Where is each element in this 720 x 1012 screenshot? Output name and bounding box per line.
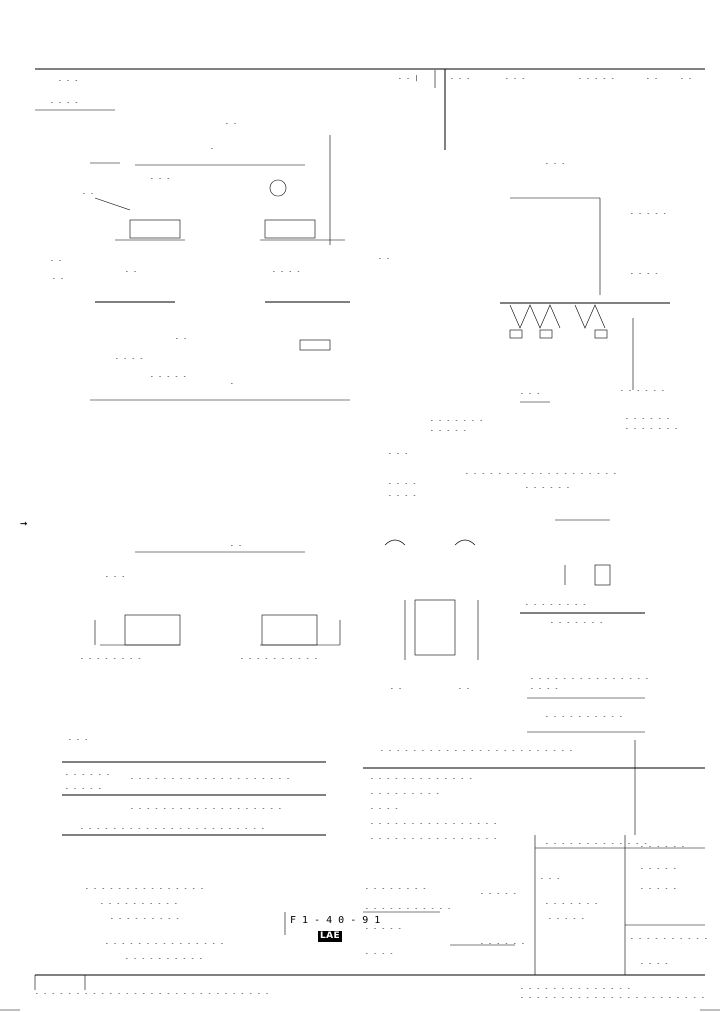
middle-section-view: - - - - <box>384 539 479 692</box>
drawing-frame <box>35 68 705 976</box>
svg-text:- - - -: - - - - <box>115 355 144 362</box>
svg-text:- - - - - - - - - -: - - - - - - - - - - <box>100 900 178 907</box>
svg-text:- -: - - <box>458 685 470 692</box>
svg-text:- - - - - -: - - - - - - <box>625 415 670 422</box>
svg-text:- - - -: - - - - <box>50 99 79 106</box>
svg-text:- - - - -: - - - - - <box>365 925 402 932</box>
svg-text:- -: - - <box>125 268 137 275</box>
left-arrow-icon: → <box>20 516 27 530</box>
svg-text:- - -: - - - <box>505 75 526 82</box>
svg-text:- - - - -: - - - - - <box>640 865 677 872</box>
svg-text:- - - - -: - - - - - <box>150 373 187 380</box>
svg-text:- - - - - - - - - - - - - - -: - - - - - - - - - - - - - - - - <box>370 820 497 827</box>
svg-text:- - - - - - -: - - - - - - - <box>550 619 603 626</box>
svg-text:- - -: - - - <box>450 75 471 82</box>
logo-badge: LAE <box>318 931 343 942</box>
svg-text:- - - - - - - - - - - - -: - - - - - - - - - - - - - <box>370 775 473 782</box>
svg-text:- - - -: - - - - <box>640 960 669 967</box>
svg-text:-: - <box>230 380 234 387</box>
svg-text:- - - - -: - - - - - <box>578 75 615 82</box>
svg-text:- - - -: - - - - <box>388 492 417 499</box>
svg-text:- - - - -: - - - - - <box>630 210 667 217</box>
svg-text:- - - - -: - - - - - <box>640 885 677 892</box>
svg-text:- - - - -: - - - - - <box>430 427 467 434</box>
svg-text:- - - - - - - - - - - - - - -: - - - - - - - - - - - - - - - - - - - <box>130 805 282 812</box>
svg-text:- - - - - - - - - - - - - - -: - - - - - - - - - - - - - - - - - - - - <box>130 775 290 782</box>
svg-text:- -: - - <box>378 255 390 262</box>
svg-text:- - -: - - - <box>540 875 561 882</box>
middle-note: - - - - - - - - - - - - - - - - - - - - … <box>388 450 617 499</box>
svg-text:- - - - - - - - - -: - - - - - - - - - - <box>630 935 708 942</box>
svg-text:- - - - - - - - - - - - - - -: - - - - - - - - - - - - - - - <box>85 885 204 892</box>
svg-text:- - -: - - - <box>105 573 126 580</box>
svg-text:- -: - - <box>646 75 658 82</box>
svg-text:- - -: - - - <box>58 77 79 84</box>
svg-text:- - - -: - - - - <box>388 480 417 487</box>
svg-text:- - - -: - - - - <box>530 685 559 692</box>
svg-text:- - - - - - - -: - - - - - - - - <box>365 885 427 892</box>
svg-text:- - - - - - - - - - - - - - -: - - - - - - - - - - - - - - - <box>530 675 649 682</box>
svg-text:- -: - - <box>225 120 237 127</box>
revision-header: - - - - - - - - - | - - - - - - - - - - … <box>50 70 692 106</box>
svg-text:- - - - -: - - - - - <box>480 890 517 897</box>
svg-text:- - -: - - - <box>520 390 541 397</box>
svg-text:- - |: - - | <box>398 75 419 82</box>
svg-text:- - - - - - - - - - - - - -: - - - - - - - - - - - - - - - - <box>370 835 497 842</box>
svg-text:- - - - - - - - - -: - - - - - - - - - - <box>545 713 623 720</box>
svg-text:- - - - - -: - - - - - - <box>620 387 665 394</box>
footer-note: - - - - - - - - - - - - - - - - - - - - … <box>0 985 720 1011</box>
svg-text:- - - - - - - - - - - - - - -: - - - - - - - - - - - - - - - - - - - - … <box>35 990 269 997</box>
svg-text:- - - - - -: - - - - - - <box>525 484 570 491</box>
svg-text:- - - - - -: - - - - - - <box>640 843 685 850</box>
svg-text:- - - - - - - - - - - - -: - - - - - - - - - - - - - <box>545 840 648 847</box>
svg-text:- - - - - -: - - - - - - <box>65 771 110 778</box>
svg-text:- -: - - <box>52 275 64 282</box>
svg-text:- - - - - - - - -: - - - - - - - - - <box>370 790 440 797</box>
svg-text:- - - - - - - - - - - - - - -: - - - - - - - - - - - - - - - - - - - - … <box>380 747 573 754</box>
middle-left-side-view: - - - - - - - - - - - - - - - - - - - - … <box>80 542 341 662</box>
svg-text:-: - <box>210 145 214 152</box>
svg-text:- - - - - - - - - - - - - - -: - - - - - - - - - - - - - - - - - - - <box>465 470 617 477</box>
svg-text:- - -: - - - <box>545 160 566 167</box>
svg-text:- - - - - - - -: - - - - - - - - <box>525 601 587 608</box>
svg-text:- - - - - - - - -: - - - - - - - - - <box>110 915 180 922</box>
svg-text:- - - - - -: - - - - - - <box>480 940 525 947</box>
svg-text:- - - - - - -: - - - - - - - <box>545 900 598 907</box>
svg-text:- - -: - - - <box>68 736 89 743</box>
svg-text:- - - - -: - - - - - <box>65 785 102 792</box>
svg-text:- - - - - - - - - - -: - - - - - - - - - - - <box>365 905 451 912</box>
left-parts-table: - - - - - - - - - - - - - - - - - - - - … <box>62 736 326 836</box>
right-parts-table: - - - - - - - - - - - - - - - - - - - - … <box>363 740 708 975</box>
right-detail-b: - - - - - - - - - - - - - - - - - - - - … <box>520 519 649 733</box>
svg-text:- - - - - - - - - - - - - - -: - - - - - - - - - - - - - - - - - - - - … <box>80 825 265 832</box>
svg-text:- - -: - - - <box>150 175 171 182</box>
svg-text:- - -: - - - <box>388 450 409 457</box>
svg-text:- -: - - <box>82 190 94 197</box>
svg-text:- - - - - - -: - - - - - - - <box>625 425 678 432</box>
svg-text:- - - - - - - -: - - - - - - - - <box>80 655 142 662</box>
svg-text:- -: - - <box>390 685 402 692</box>
svg-text:- - - -: - - - - <box>630 270 659 277</box>
svg-text:- - - - - - -: - - - - - - - <box>430 417 483 424</box>
svg-text:- -: - - <box>175 335 187 342</box>
part-code-label: F 1 - 4 0 - 9 1 <box>290 915 381 926</box>
svg-text:- - - -: - - - - <box>370 805 399 812</box>
svg-text:- - - -: - - - - <box>365 950 394 957</box>
svg-text:- - - - -: - - - - - <box>548 915 585 922</box>
svg-text:- -: - - <box>230 542 242 549</box>
svg-text:- -: - - <box>680 75 692 82</box>
svg-text:- - - - - - - - - -: - - - - - - - - - - <box>125 955 203 962</box>
top-left-connector-view: - - - - - - - - - - - - - - - - - - - - … <box>50 120 390 401</box>
svg-text:- -: - - <box>50 257 62 264</box>
svg-text:- - - -: - - - - <box>272 268 301 275</box>
svg-text:- - - - - - - - - - - - - - -: - - - - - - - - - - - - - - - <box>105 940 224 947</box>
top-right-detail-view: - - - - - - - - - - - - - - - - - - - - … <box>430 160 678 434</box>
bottom-left-notes: - - - - - - - - - - - - - - - - - - - - … <box>34 885 286 997</box>
svg-text:- - - - - - - - - - - - - - -: - - - - - - - - - - - - - - - - - - - - … <box>520 994 705 1001</box>
svg-text:- - - - - - - - - -: - - - - - - - - - - <box>240 655 318 662</box>
svg-text:- - - - - - - - - - - - - -: - - - - - - - - - - - - - - <box>520 985 631 992</box>
